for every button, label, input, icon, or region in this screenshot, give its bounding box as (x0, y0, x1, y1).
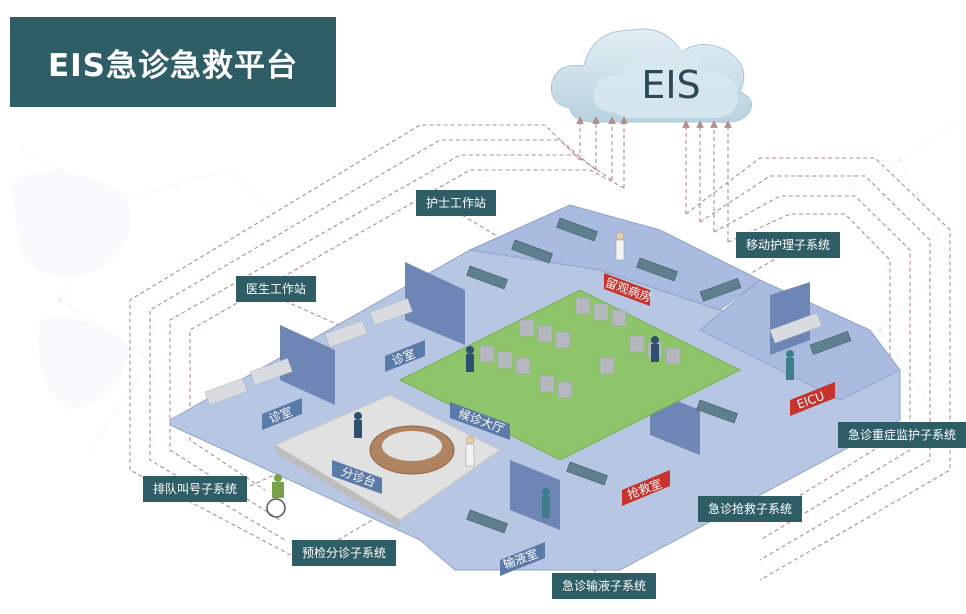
eis-cloud: EIS (550, 28, 753, 123)
label-queue-calling: 排队叫号子系统 (143, 476, 248, 502)
label-mobile-nursing: 移动护理子系统 (736, 232, 841, 258)
page-title: EIS急诊急救平台 (10, 17, 336, 107)
label-critical-monitoring: 急诊重症监护子系统 (838, 422, 966, 448)
label-doctor-station: 医生工作站 (236, 276, 317, 302)
label-nurse-station: 护士工作站 (416, 190, 497, 216)
label-infusion: 急诊输液子系统 (552, 573, 657, 599)
people (266, 231, 794, 518)
background-network (10, 119, 961, 451)
cloud-label: EIS (641, 63, 700, 107)
label-rescue: 急诊抢救子系统 (698, 496, 803, 522)
label-triage-precheck: 预检分诊子系统 (292, 540, 397, 566)
